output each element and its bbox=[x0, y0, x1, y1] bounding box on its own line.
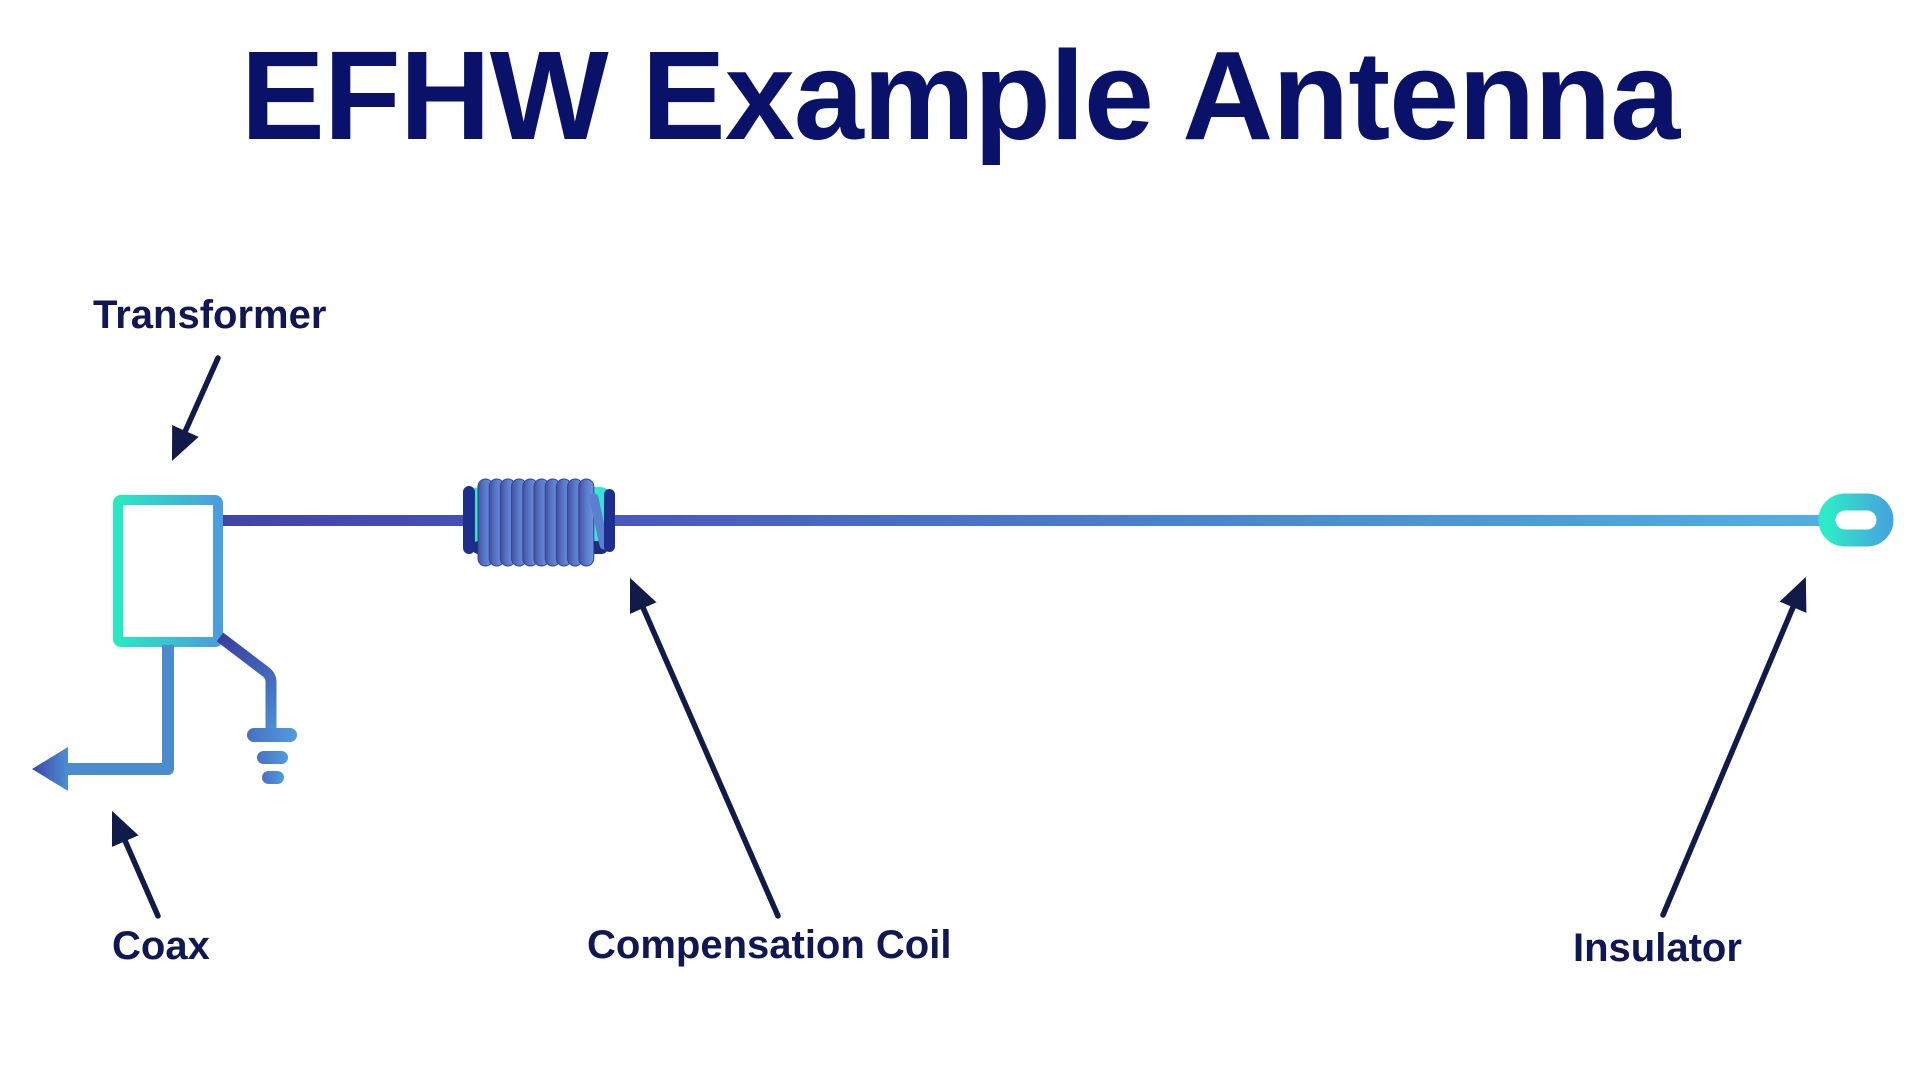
coax-label: Coax bbox=[112, 924, 210, 968]
transformer-label: Transformer bbox=[93, 293, 327, 337]
transformer-annotation-arrow bbox=[171, 355, 221, 462]
insulator-ring bbox=[1818, 493, 1894, 547]
page-title: EFHW Example Antenna bbox=[240, 25, 1681, 166]
coax-annotation-arrow bbox=[111, 810, 161, 919]
insulator-annotation-arrow bbox=[1660, 576, 1807, 918]
insulator-label: Insulator bbox=[1573, 926, 1742, 970]
compensation-coil-annotation-arrow bbox=[629, 577, 781, 919]
antenna-wire bbox=[223, 515, 1830, 526]
compensation-coil bbox=[463, 478, 615, 567]
transformer-box bbox=[113, 495, 223, 647]
compensation-coil-label: Compensation Coil bbox=[587, 923, 952, 967]
coax-feedline bbox=[66, 645, 174, 775]
ground-lead bbox=[216, 632, 277, 730]
ground-symbol-icon bbox=[247, 728, 297, 784]
coax-arrowhead-icon bbox=[32, 747, 68, 791]
